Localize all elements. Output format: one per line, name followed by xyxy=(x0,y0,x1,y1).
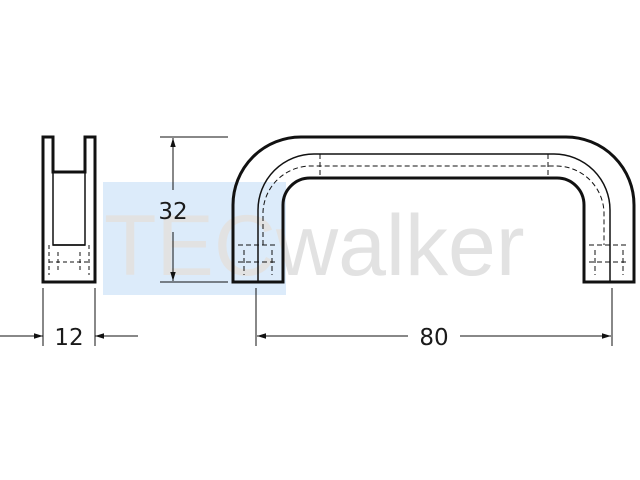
front-view xyxy=(231,135,636,284)
watermark-box xyxy=(103,182,286,295)
handle-inner-contour xyxy=(257,153,611,282)
dimension-length xyxy=(255,288,613,346)
dimension-width xyxy=(0,288,138,346)
watermark-prefix: TEC xyxy=(104,198,276,294)
dimension-label-length: 80 xyxy=(419,325,448,351)
dimension-height xyxy=(160,136,228,283)
side-view-outline xyxy=(41,135,97,284)
side-view-hidden-lines xyxy=(48,245,90,275)
watermark-suffix: walker xyxy=(275,198,525,294)
side-view xyxy=(41,135,97,284)
handle-outer-outline xyxy=(231,135,636,284)
dimension-label-height: 32 xyxy=(158,199,187,225)
handle-hidden-lines xyxy=(238,154,629,275)
watermark-text: TECwalker xyxy=(104,198,525,294)
watermark: TECwalker xyxy=(103,182,525,295)
dimension-label-width: 12 xyxy=(54,325,83,351)
side-view-inner-slot xyxy=(52,171,86,246)
